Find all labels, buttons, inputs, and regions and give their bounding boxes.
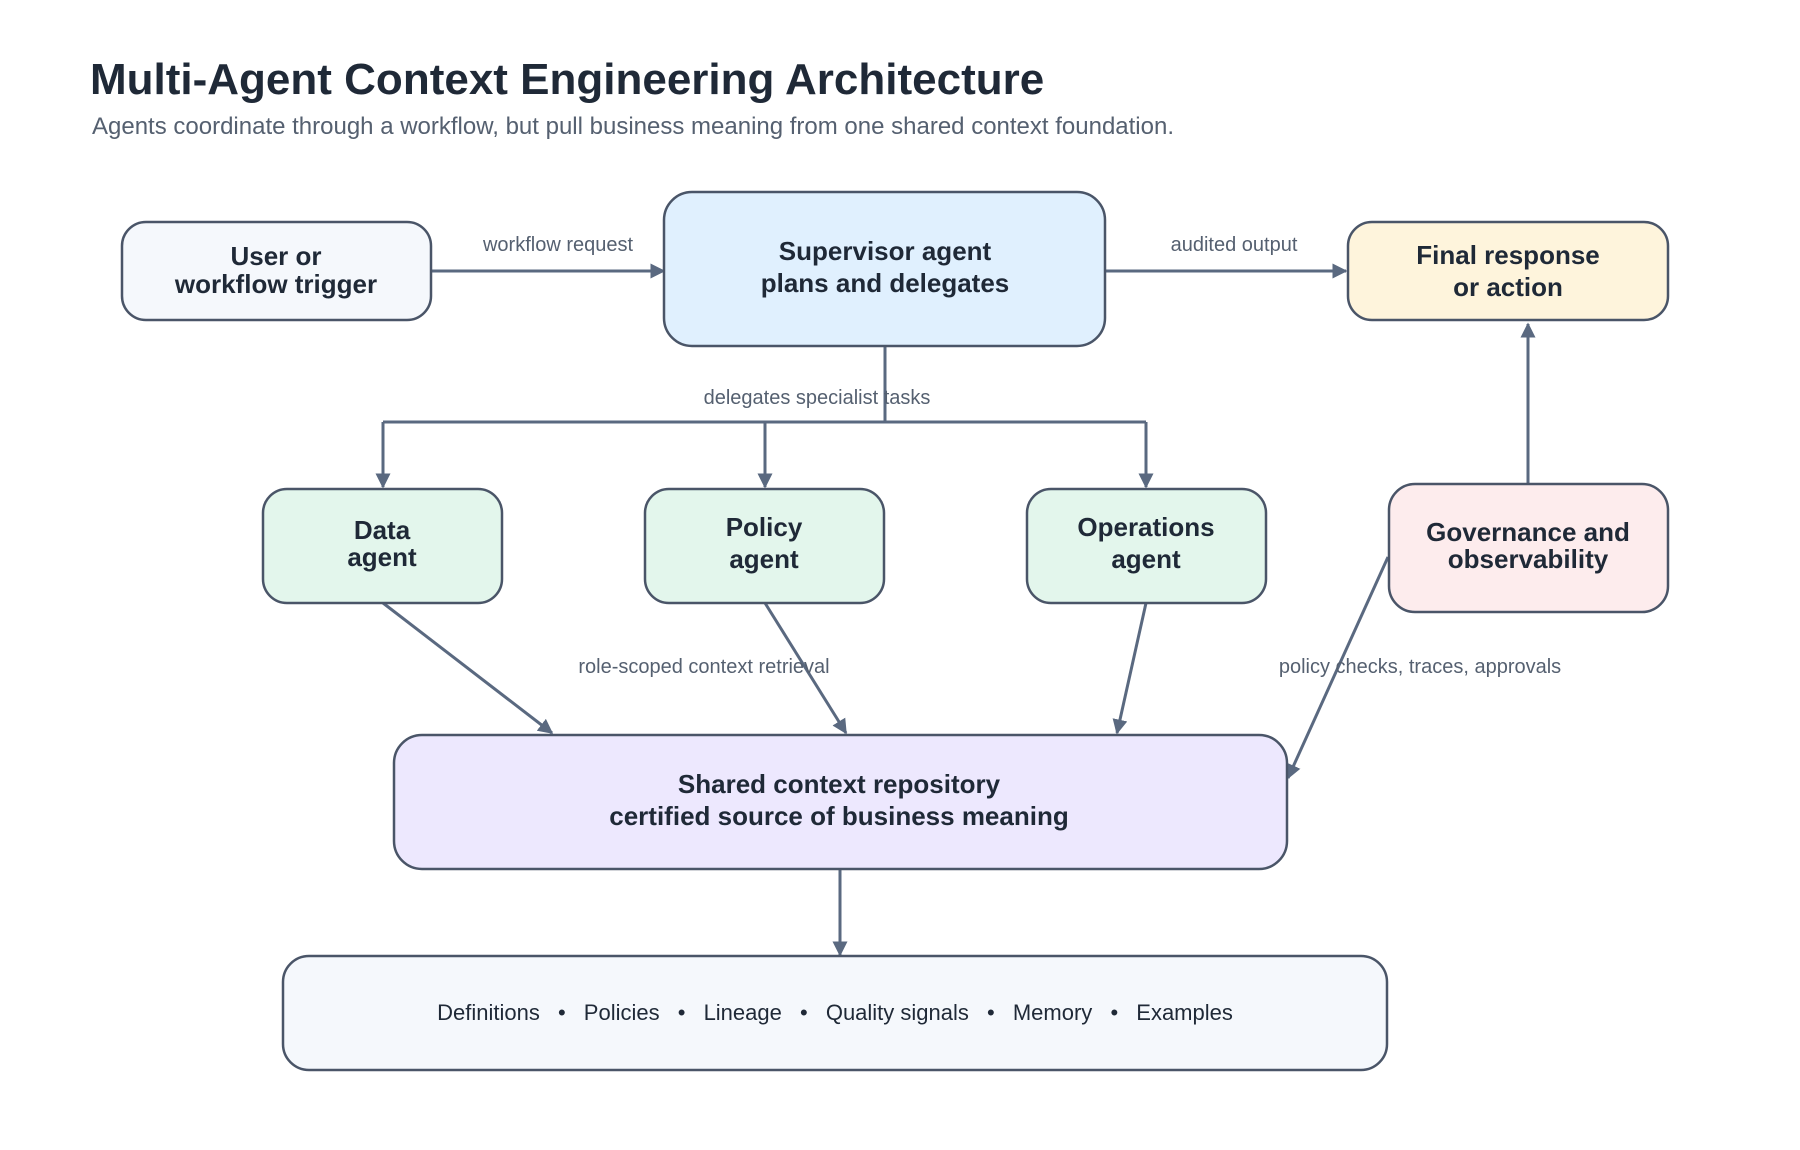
output-label-line2: or action — [1453, 272, 1563, 302]
policy-agent-label-line2: agent — [729, 544, 799, 574]
context-item-quality-signals: Quality signals — [826, 1000, 969, 1025]
trigger-label-line1: User or — [230, 241, 321, 271]
edge-data-agent-to-repository — [382, 601, 554, 735]
page-subtitle: Agents coordinate through a workflow, bu… — [92, 113, 1174, 140]
context-separator: • — [987, 1000, 995, 1025]
context-item-policies: Policies — [584, 1000, 660, 1025]
ops-agent-label-line1: Operations — [1077, 512, 1214, 542]
output-label-line1: Final response — [1416, 240, 1600, 270]
context-item-definitions: Definitions — [437, 1000, 540, 1025]
ops-agent-label-line2: agent — [1111, 544, 1181, 574]
edge-governance-to-repository — [1286, 556, 1390, 780]
governance-label-line2: observability — [1448, 544, 1609, 574]
trigger-box — [120, 220, 433, 322]
governance-label-line1: Governance and — [1426, 517, 1630, 547]
ops-agent-box — [1025, 487, 1268, 605]
data-agent-label-line1: Data — [354, 515, 411, 545]
supervisor-label-line1: Supervisor agent — [779, 236, 992, 266]
trigger-label-line2: workflow trigger — [174, 269, 377, 299]
supervisor-box — [662, 190, 1107, 348]
repository-label-line2: certified source of business meaning — [609, 801, 1068, 831]
edge-label-workflow-request: workflow request — [482, 234, 634, 256]
context-separator: • — [678, 1000, 686, 1025]
edge-policy-agent-to-repository — [763, 602, 848, 735]
page-title: Multi-Agent Context Engineering Architec… — [90, 55, 1044, 104]
output-box — [1346, 220, 1670, 322]
edge-label-retrieval: role-scoped context retrieval — [578, 656, 829, 678]
policy-agent-label-line1: Policy — [726, 512, 803, 542]
output-node: Final response or action — [1346, 220, 1670, 322]
context-item-lineage: Lineage — [704, 1000, 782, 1025]
context-strip: Definitions • Policies • Lineage • Quali… — [281, 954, 1389, 1072]
governance-node: Governance and observability — [1387, 482, 1670, 614]
edge-ops-agent-to-repository — [1112, 602, 1148, 735]
data-agent-label-line2: agent — [347, 542, 417, 572]
edge-label-delegates: delegates specialist tasks — [704, 387, 931, 409]
context-item-examples: Examples — [1136, 1000, 1233, 1025]
governance-box — [1387, 482, 1670, 614]
edges — [375, 263, 1536, 957]
context-separator: • — [1110, 1000, 1118, 1025]
context-separator: • — [800, 1000, 808, 1025]
context-item-memory: Memory — [1013, 1000, 1092, 1025]
ops-agent-node: Operations agent — [1025, 487, 1268, 605]
data-agent-node: Data agent — [261, 487, 504, 605]
repository-box — [392, 733, 1289, 871]
policy-agent-node: Policy agent — [643, 487, 886, 605]
context-separator: • — [558, 1000, 566, 1025]
context-strip-box — [281, 954, 1389, 1072]
data-agent-box — [261, 487, 504, 605]
supervisor-label-line2: plans and delegates — [761, 268, 1010, 298]
trigger-node: User or workflow trigger — [120, 220, 433, 322]
policy-agent-box — [643, 487, 886, 605]
edge-label-audited-output: audited output — [1171, 234, 1298, 256]
repository-label-line1: Shared context repository — [678, 769, 1001, 799]
context-strip-items: Definitions • Policies • Lineage • Quali… — [437, 1000, 1233, 1025]
supervisor-node: Supervisor agent plans and delegates — [662, 190, 1107, 348]
repository-node: Shared context repository certified sour… — [392, 733, 1289, 871]
edge-label-governance-checks: policy checks, traces, approvals — [1279, 656, 1561, 678]
